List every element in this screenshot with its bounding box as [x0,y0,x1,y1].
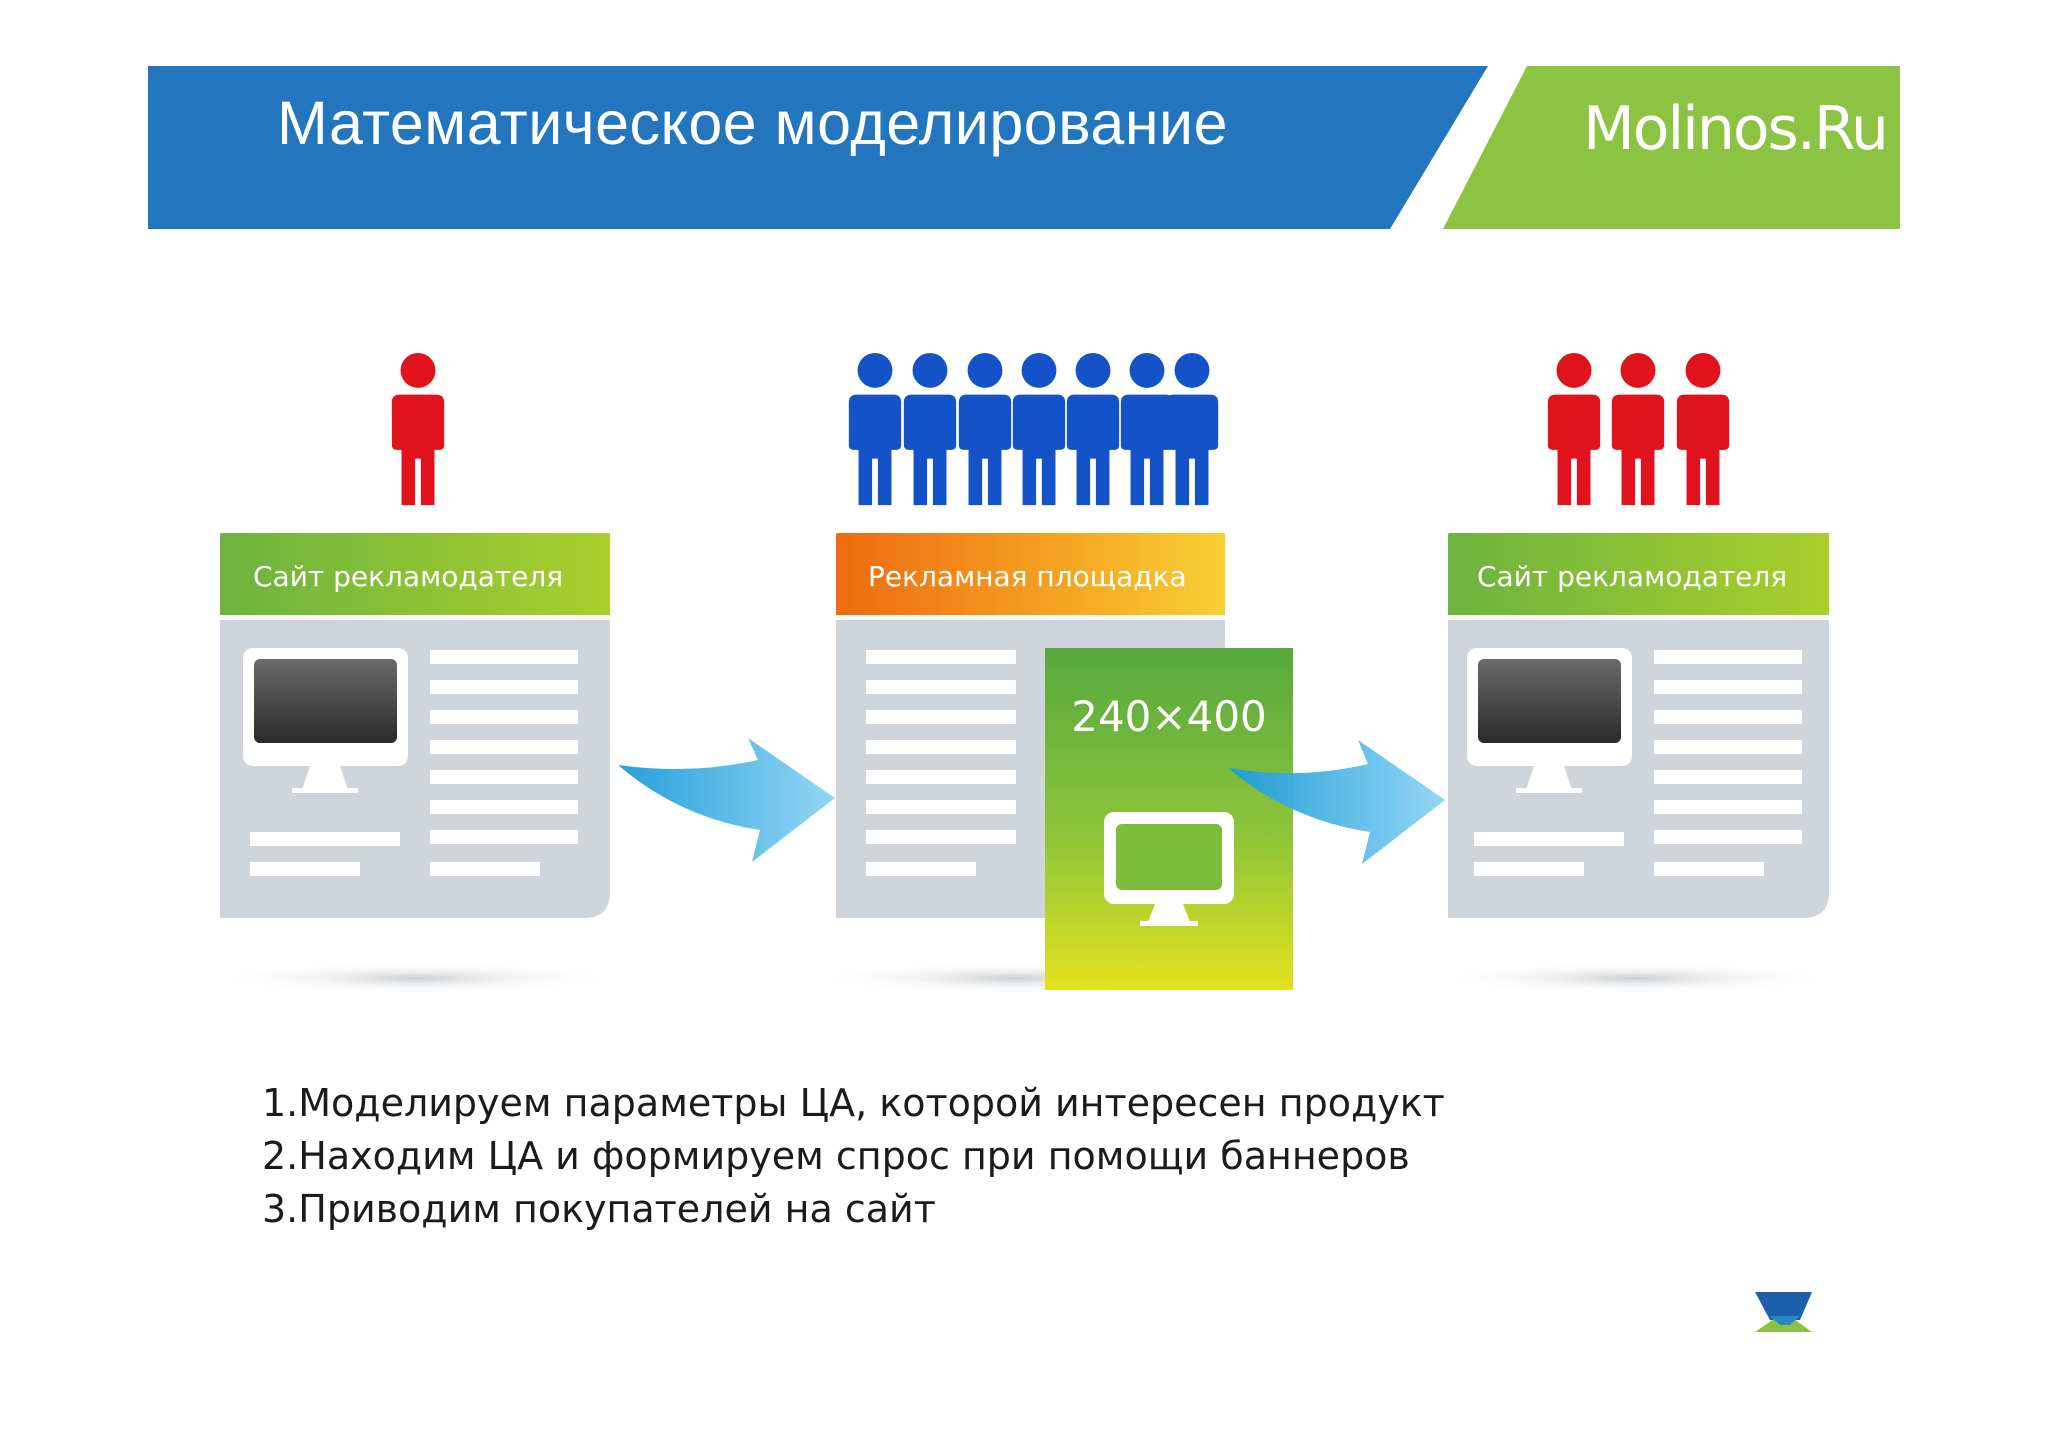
flow-arrow-icon [1228,740,1445,864]
panel-advertiser-site-left [220,533,610,918]
step-item: 1.Моделируем параметры ЦА, которой интер… [262,1081,1445,1125]
panel-header-middle: Рекламная площадка [868,560,1187,593]
banner-size-label: 240×400 [1071,692,1267,741]
person-icon [1611,352,1665,506]
page-title: Математическое моделирование [277,89,1229,157]
person-icon [1165,352,1219,506]
brand-logo: Molinos.Ru [1583,94,1889,164]
person-icon [1676,352,1730,506]
person-icon [958,352,1012,506]
panel-shadow [1435,962,1835,994]
corner-logo-icon [1755,1292,1812,1332]
monitor-icon [243,648,408,793]
flow-arrow-icon [618,738,835,862]
person-icon [1012,352,1066,506]
panel-shadow [215,962,615,994]
panel-advertiser-site-right [1448,533,1829,918]
person-icon [1547,352,1601,506]
audience-group-middle [848,352,1219,506]
person-icon [848,352,902,506]
monitor-icon [1467,648,1632,793]
panel-header-right: Сайт рекламодателя [1477,560,1788,593]
ad-banner-240x400 [1045,648,1293,990]
person-icon [903,352,957,506]
header-banner [148,66,1900,229]
person-icon [1066,352,1120,506]
monitor-icon [1104,812,1234,926]
audience-group-left [391,352,445,506]
panel-header-left: Сайт рекламодателя [253,560,564,593]
step-item: 3.Приводим покупателей на сайт [262,1187,936,1231]
audience-group-right [1547,352,1730,506]
person-icon [391,352,445,506]
step-item: 2.Находим ЦА и формируем спрос при помощ… [262,1134,1410,1178]
person-icon [1120,352,1174,506]
steps-list: 1.Моделируем параметры ЦА, которой интер… [262,1077,1445,1236]
